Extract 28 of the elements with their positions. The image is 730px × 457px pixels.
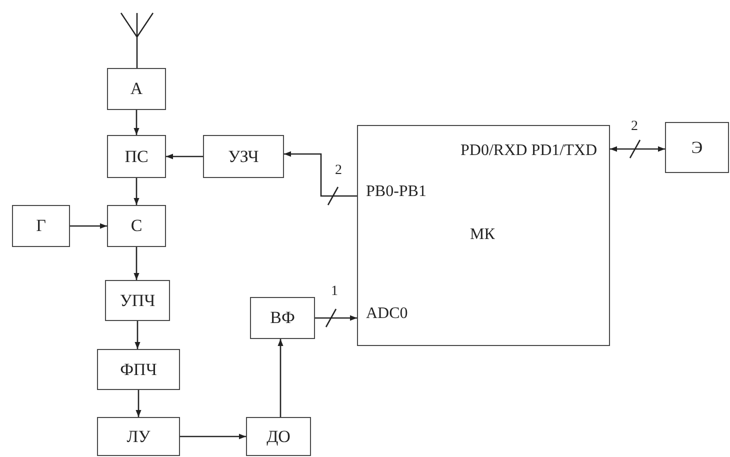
connector-arrow bbox=[70, 223, 107, 229]
block: Э bbox=[665, 122, 729, 173]
connector-arrow bbox=[166, 154, 203, 160]
connector-arrow bbox=[134, 247, 140, 280]
block: А bbox=[107, 68, 166, 110]
connector-arrow bbox=[284, 151, 357, 197]
connector-arrow bbox=[134, 178, 140, 205]
connector-arrow bbox=[610, 146, 665, 152]
block: УПЧ bbox=[105, 280, 170, 321]
connector-arrow bbox=[134, 110, 140, 135]
block: Г bbox=[12, 205, 70, 247]
block: С bbox=[107, 205, 166, 247]
block: ФПЧ bbox=[97, 349, 180, 390]
block-label: МК bbox=[470, 227, 495, 243]
connector-arrow bbox=[136, 390, 142, 417]
connector-arrow bbox=[315, 315, 357, 321]
connector-arrow bbox=[180, 434, 246, 440]
block: ДО bbox=[246, 417, 311, 456]
block: УЗЧ bbox=[203, 135, 284, 178]
pin-label: PB0-PB1 bbox=[366, 184, 426, 200]
block: ПС bbox=[107, 135, 166, 178]
pin-label: ADC0 bbox=[366, 306, 408, 322]
pin-label: PD0/RXD PD1/TXD bbox=[460, 143, 597, 159]
connector-arrow bbox=[278, 339, 284, 417]
microcontroller-block bbox=[357, 125, 610, 346]
block: ВФ bbox=[250, 297, 315, 339]
connector-arrow bbox=[134, 321, 140, 349]
block: ЛУ bbox=[97, 417, 180, 456]
